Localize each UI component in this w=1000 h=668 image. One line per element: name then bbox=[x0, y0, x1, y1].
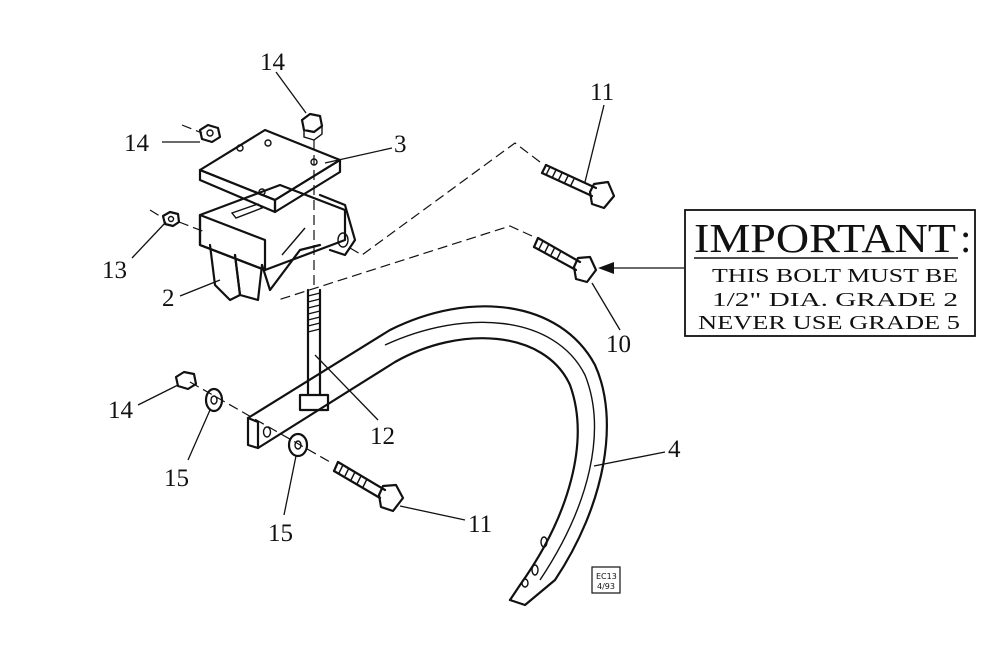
nut-14-left bbox=[198, 123, 222, 144]
centerline-bottom-bolt bbox=[189, 381, 331, 463]
callout-13: 13 bbox=[102, 257, 127, 284]
notice-colon: : bbox=[960, 215, 971, 261]
leader-14-top bbox=[275, 71, 307, 114]
centerline-bolt-10 bbox=[277, 225, 533, 301]
callout-10: 10 bbox=[606, 331, 631, 358]
bolt-11-bottom bbox=[332, 460, 405, 513]
leader-14-bottom bbox=[137, 384, 179, 406]
callout-14-left: 14 bbox=[124, 130, 150, 157]
leader-12 bbox=[314, 354, 379, 421]
notice-frame bbox=[684, 209, 976, 337]
nut-14-bottom bbox=[174, 370, 198, 391]
drawing-stamp: EC13 4/93 bbox=[591, 566, 621, 594]
leader-11-bottom bbox=[399, 505, 466, 521]
centerline-nut-left bbox=[181, 124, 203, 134]
stud-part-12 bbox=[298, 288, 330, 412]
notice-line-2: 1/2" DIA. GRADE 2 bbox=[712, 289, 958, 311]
centerline-nut-13 bbox=[149, 209, 164, 219]
callout-14-bottom: 14 bbox=[108, 397, 134, 424]
important-notice: IMPORTANT : THIS BOLT MUST BE 1/2" DIA. … bbox=[684, 209, 976, 337]
callout-3: 3 bbox=[394, 131, 407, 158]
centerline-bolt-11-top bbox=[349, 142, 541, 256]
leader-15-bottom bbox=[283, 455, 297, 516]
nut-14-top bbox=[300, 112, 324, 141]
notice-title: IMPORTANT bbox=[694, 215, 956, 261]
callout-15-bottom: 15 bbox=[268, 520, 293, 547]
callout-15-left: 15 bbox=[164, 465, 189, 492]
leader-13 bbox=[131, 221, 167, 259]
leader-2 bbox=[179, 279, 221, 297]
leader-3 bbox=[324, 147, 393, 164]
callout-4: 4 bbox=[668, 436, 681, 463]
clamp-body-part-2 bbox=[198, 183, 357, 302]
leader-15-left bbox=[187, 409, 211, 461]
centerline-nut-13-body bbox=[178, 221, 206, 233]
leader-4 bbox=[593, 451, 666, 467]
stamp-frame bbox=[591, 566, 621, 594]
leader-11-top bbox=[584, 104, 605, 183]
shank-part-4 bbox=[246, 305, 608, 607]
callout-12: 12 bbox=[370, 423, 395, 450]
notice-arrow bbox=[598, 262, 684, 274]
notice-line-1: THIS BOLT MUST BE bbox=[712, 265, 958, 287]
stamp-date: 4/93 bbox=[597, 582, 615, 591]
top-plate-part-3 bbox=[198, 128, 342, 214]
bolt-11-top bbox=[540, 163, 616, 210]
leader-10 bbox=[591, 282, 621, 331]
stamp-code: EC13 bbox=[596, 572, 617, 581]
notice-line-3: NEVER USE GRADE 5 bbox=[698, 312, 960, 334]
callout-11-top: 11 bbox=[590, 79, 614, 106]
bolt-10 bbox=[532, 236, 598, 284]
callout-14-top: 14 bbox=[260, 49, 286, 76]
nut-13 bbox=[161, 210, 181, 228]
washer-15-bottom bbox=[287, 432, 309, 458]
callout-2: 2 bbox=[162, 285, 175, 312]
callout-11-bottom: 11 bbox=[468, 511, 492, 538]
